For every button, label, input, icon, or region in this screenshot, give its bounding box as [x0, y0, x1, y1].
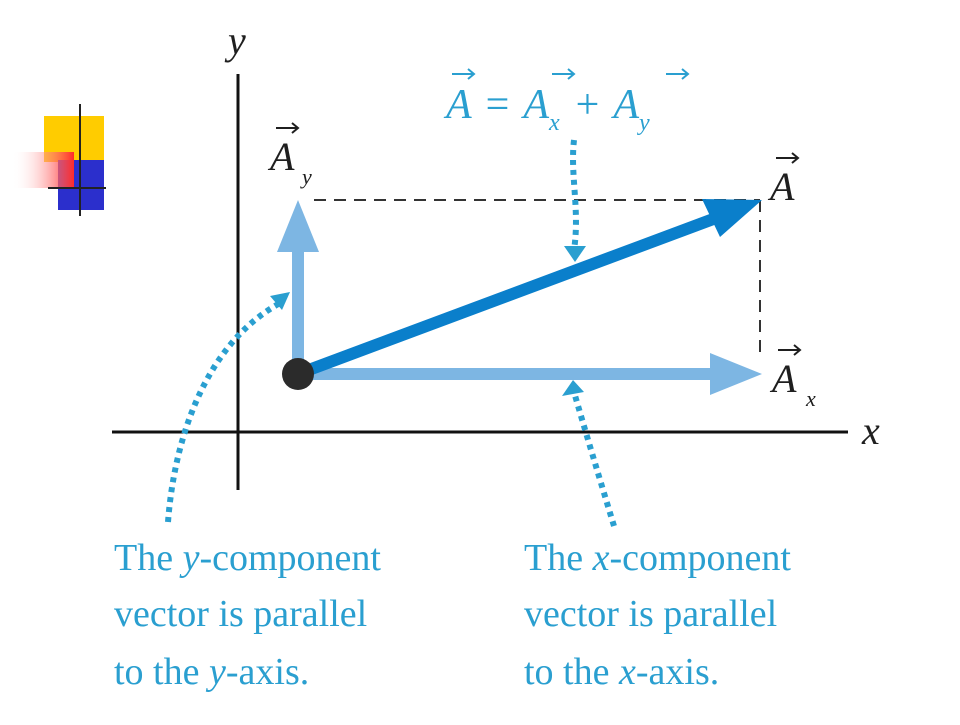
x-caption-line-3: to the x-axis.: [524, 651, 719, 693]
y-caption-l3-post: -axis.: [226, 651, 309, 693]
label-x-component: A x: [769, 344, 816, 411]
y-component-subscript: y: [300, 164, 312, 189]
vector-arrow-icon: [776, 152, 800, 164]
callout-arrowheads: [270, 246, 586, 396]
equation-equals: =: [486, 82, 510, 128]
label-resultant: A: [767, 152, 800, 209]
y-component-vector: [277, 200, 319, 372]
y-component-letter: A: [267, 134, 295, 179]
x-caption-l3-var: x: [618, 651, 636, 693]
axes: y x: [112, 18, 880, 490]
x-component-arrowhead: [710, 353, 762, 395]
vector-arrow-icon: [778, 344, 802, 356]
y-callout-arrowhead: [270, 292, 290, 310]
x-caption-l1-pre: The: [524, 537, 593, 579]
equation-term1-sub: x: [548, 110, 560, 136]
x-caption-l1-var: x: [592, 537, 610, 579]
y-callout-arrow: [165, 299, 284, 523]
projection-lines: [314, 199, 761, 358]
vector-sum-equation: A=Ax+Ay: [443, 68, 690, 136]
equation-callout-arrow: [570, 139, 579, 251]
resultant-letter: A: [767, 164, 795, 209]
equation-text: A=Ax+Ay: [443, 82, 650, 136]
resultant-arrowhead: [702, 199, 762, 237]
y-caption-line-3: to the y-axis.: [114, 651, 309, 693]
vector-arrow-icon: [276, 122, 300, 134]
y-caption-line-1: The y-component: [114, 537, 381, 579]
x-component-letter: A: [769, 356, 797, 401]
equation-callout-arrowhead: [564, 246, 586, 262]
origin-point: [282, 358, 314, 390]
equation-term2-sub: y: [637, 110, 650, 136]
y-caption-l1-var: y: [179, 537, 200, 579]
equation-plus: +: [576, 82, 600, 128]
y-axis-label: y: [224, 18, 246, 63]
y-caption-line-2: vector is parallel: [114, 593, 367, 635]
x-callout-arrow: [571, 391, 617, 527]
y-caption-l1-pre: The: [114, 537, 183, 579]
x-caption-l3-pre: to the: [524, 651, 619, 693]
y-component-arrowhead: [277, 200, 319, 252]
equation-term1: A: [520, 82, 549, 128]
x-callout-arrowhead: [562, 380, 584, 396]
x-component-vector: [298, 353, 762, 395]
resultant-shaft: [295, 212, 719, 380]
y-component-caption: The y-component vector is parallel to th…: [114, 537, 381, 693]
label-y-component: A y: [267, 122, 312, 189]
x-caption-l1-post: -component: [609, 537, 791, 579]
equation-term2: A: [610, 82, 639, 128]
equation-lhs: A: [443, 82, 472, 128]
x-caption-line-1: The x-component: [524, 537, 791, 579]
x-component-subscript: x: [805, 386, 816, 411]
y-caption-l1-post: -component: [199, 537, 381, 579]
y-caption-l3-var: y: [205, 651, 226, 693]
callout-arrows: [165, 139, 617, 527]
y-caption-l3-pre: to the: [114, 651, 209, 693]
ornament-red-fade: [12, 152, 74, 188]
x-component-caption: The x-component vector is parallel to th…: [524, 537, 791, 693]
resultant-vector: [295, 199, 762, 380]
x-axis-label: x: [861, 408, 880, 453]
slide-ornament: [12, 104, 106, 216]
x-caption-l3-post: -axis.: [636, 651, 719, 693]
vector-arrow-icon: [452, 68, 690, 80]
x-caption-line-2: vector is parallel: [524, 593, 777, 635]
